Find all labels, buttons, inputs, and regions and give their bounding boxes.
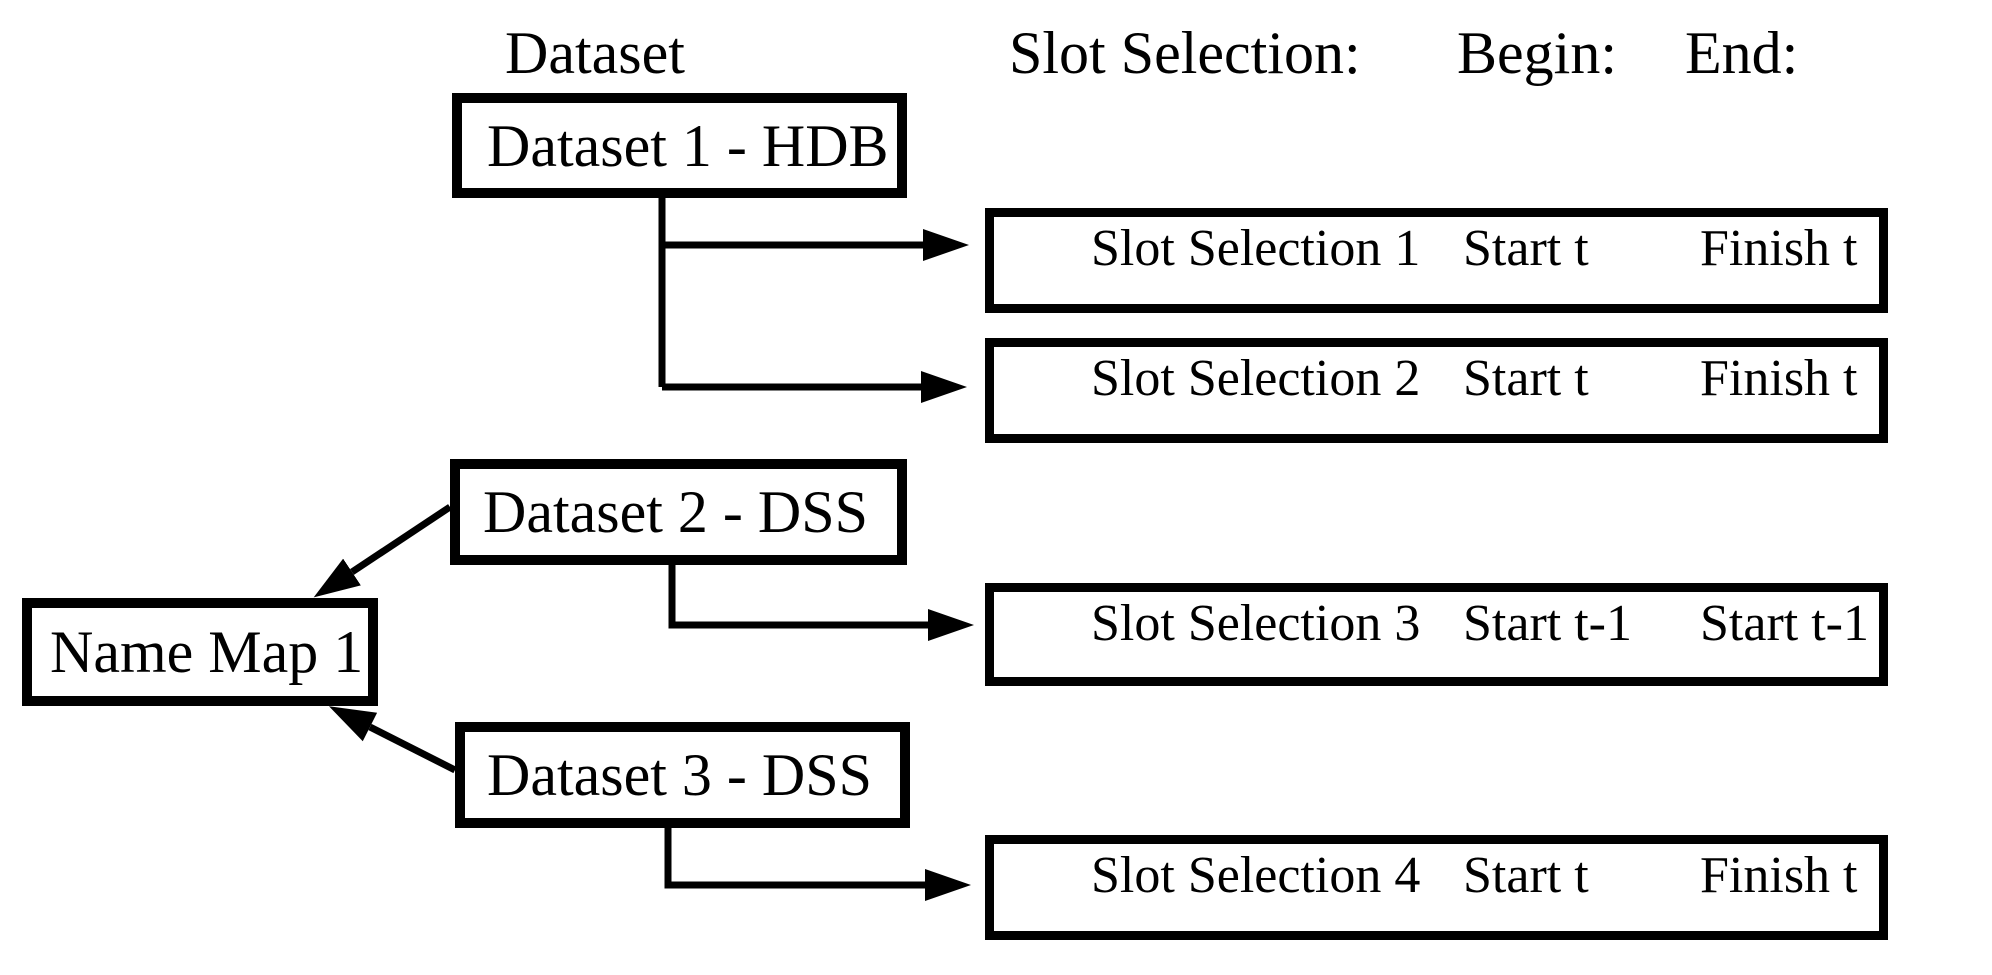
node-name-map: Name Map 1 [22,598,378,706]
node-dataset-1: Dataset 1 - HDB [452,93,907,198]
node-dataset-2-label: Dataset 2 - DSS [483,479,868,545]
slot-row-3-end: Start t-1 [1700,595,1869,652]
slot-row-2-begin: Start t [1463,350,1589,407]
node-dataset-3: Dataset 3 - DSS [455,722,910,828]
node-dataset-1-label: Dataset 1 - HDB [487,112,889,179]
header-end: End: [1685,20,1799,86]
slot-row-2-end: Finish t [1700,350,1858,407]
slot-row-1-begin: Start t [1463,220,1589,277]
slot-row-4-name: Slot Selection 4 [1091,847,1421,904]
slot-row-3: Slot Selection 3 Start t-1 Start t-1 [985,583,1888,686]
slot-row-4: Slot Selection 4 Start t Finish t [985,835,1888,940]
slot-row-2: Slot Selection 2 Start t Finish t [985,338,1888,443]
header-begin: Begin: [1457,20,1617,86]
node-name-map-label: Name Map 1 [50,619,364,685]
slot-row-4-begin: Start t [1463,847,1589,904]
edge-dataset3-slot4 [664,828,971,901]
header-slot-selection: Slot Selection: [1009,20,1361,86]
header-dataset: Dataset [505,20,685,86]
edge-dataset3-namemap [328,706,457,774]
slot-row-1-end: Finish t [1700,220,1858,277]
slot-row-1-name: Slot Selection 1 [1091,220,1421,277]
slot-row-4-end: Finish t [1700,847,1858,904]
node-dataset-3-label: Dataset 3 - DSS [487,742,872,808]
slot-row-1: Slot Selection 1 Start t Finish t [985,208,1888,313]
slot-row-2-name: Slot Selection 2 [1091,350,1421,407]
edge-dataset2-namemap [313,504,452,598]
edge-dataset2-slot3 [668,565,974,641]
node-dataset-2: Dataset 2 - DSS [450,459,907,565]
slot-row-3-name: Slot Selection 3 [1091,595,1421,652]
slot-row-3-begin: Start t-1 [1463,595,1632,652]
